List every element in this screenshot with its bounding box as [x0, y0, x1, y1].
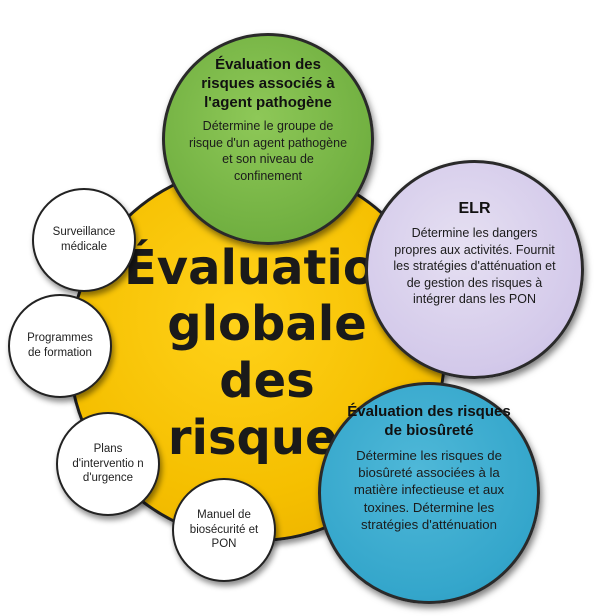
pathogen-risk-circle: Évaluation des risques associés à l'agen…	[162, 33, 374, 245]
biosecurity-risk-description: Détermine les risques de biosûreté assoc…	[353, 447, 505, 533]
pathogen-risk-description: Détermine le groupe de risque d'un agent…	[188, 119, 348, 183]
training-programs-label: Programmes de formation	[27, 332, 93, 359]
elr-title: ELR	[458, 200, 491, 217]
biosecurity-risk-circle: Évaluation des risques de biosûreté Déte…	[318, 382, 540, 604]
elr-circle: ELR Détermine les dangers propres aux ac…	[365, 160, 584, 379]
medical-surveillance-circle: Surveillance médicale	[32, 188, 136, 292]
central-title: Évaluation globale des risques	[123, 239, 411, 466]
biosecurity-risk-title: Évaluation des risques de biosûreté	[347, 403, 511, 439]
pathogen-risk-title: Évaluation des risques associés à l'agen…	[201, 56, 335, 111]
training-programs-circle: Programmes de formation	[8, 294, 112, 398]
elr-description: Détermine les dangers propres aux activi…	[393, 226, 556, 306]
medical-surveillance-label: Surveillance médicale	[52, 226, 116, 253]
biosafety-manual-label: Manuel de biosécurité et PON	[189, 508, 259, 551]
biosafety-manual-circle: Manuel de biosécurité et PON	[172, 478, 276, 582]
emergency-plans-circle: Plans d'interventio n d'urgence	[56, 412, 160, 516]
emergency-plans-label: Plans d'interventio n d'urgence	[72, 442, 144, 485]
